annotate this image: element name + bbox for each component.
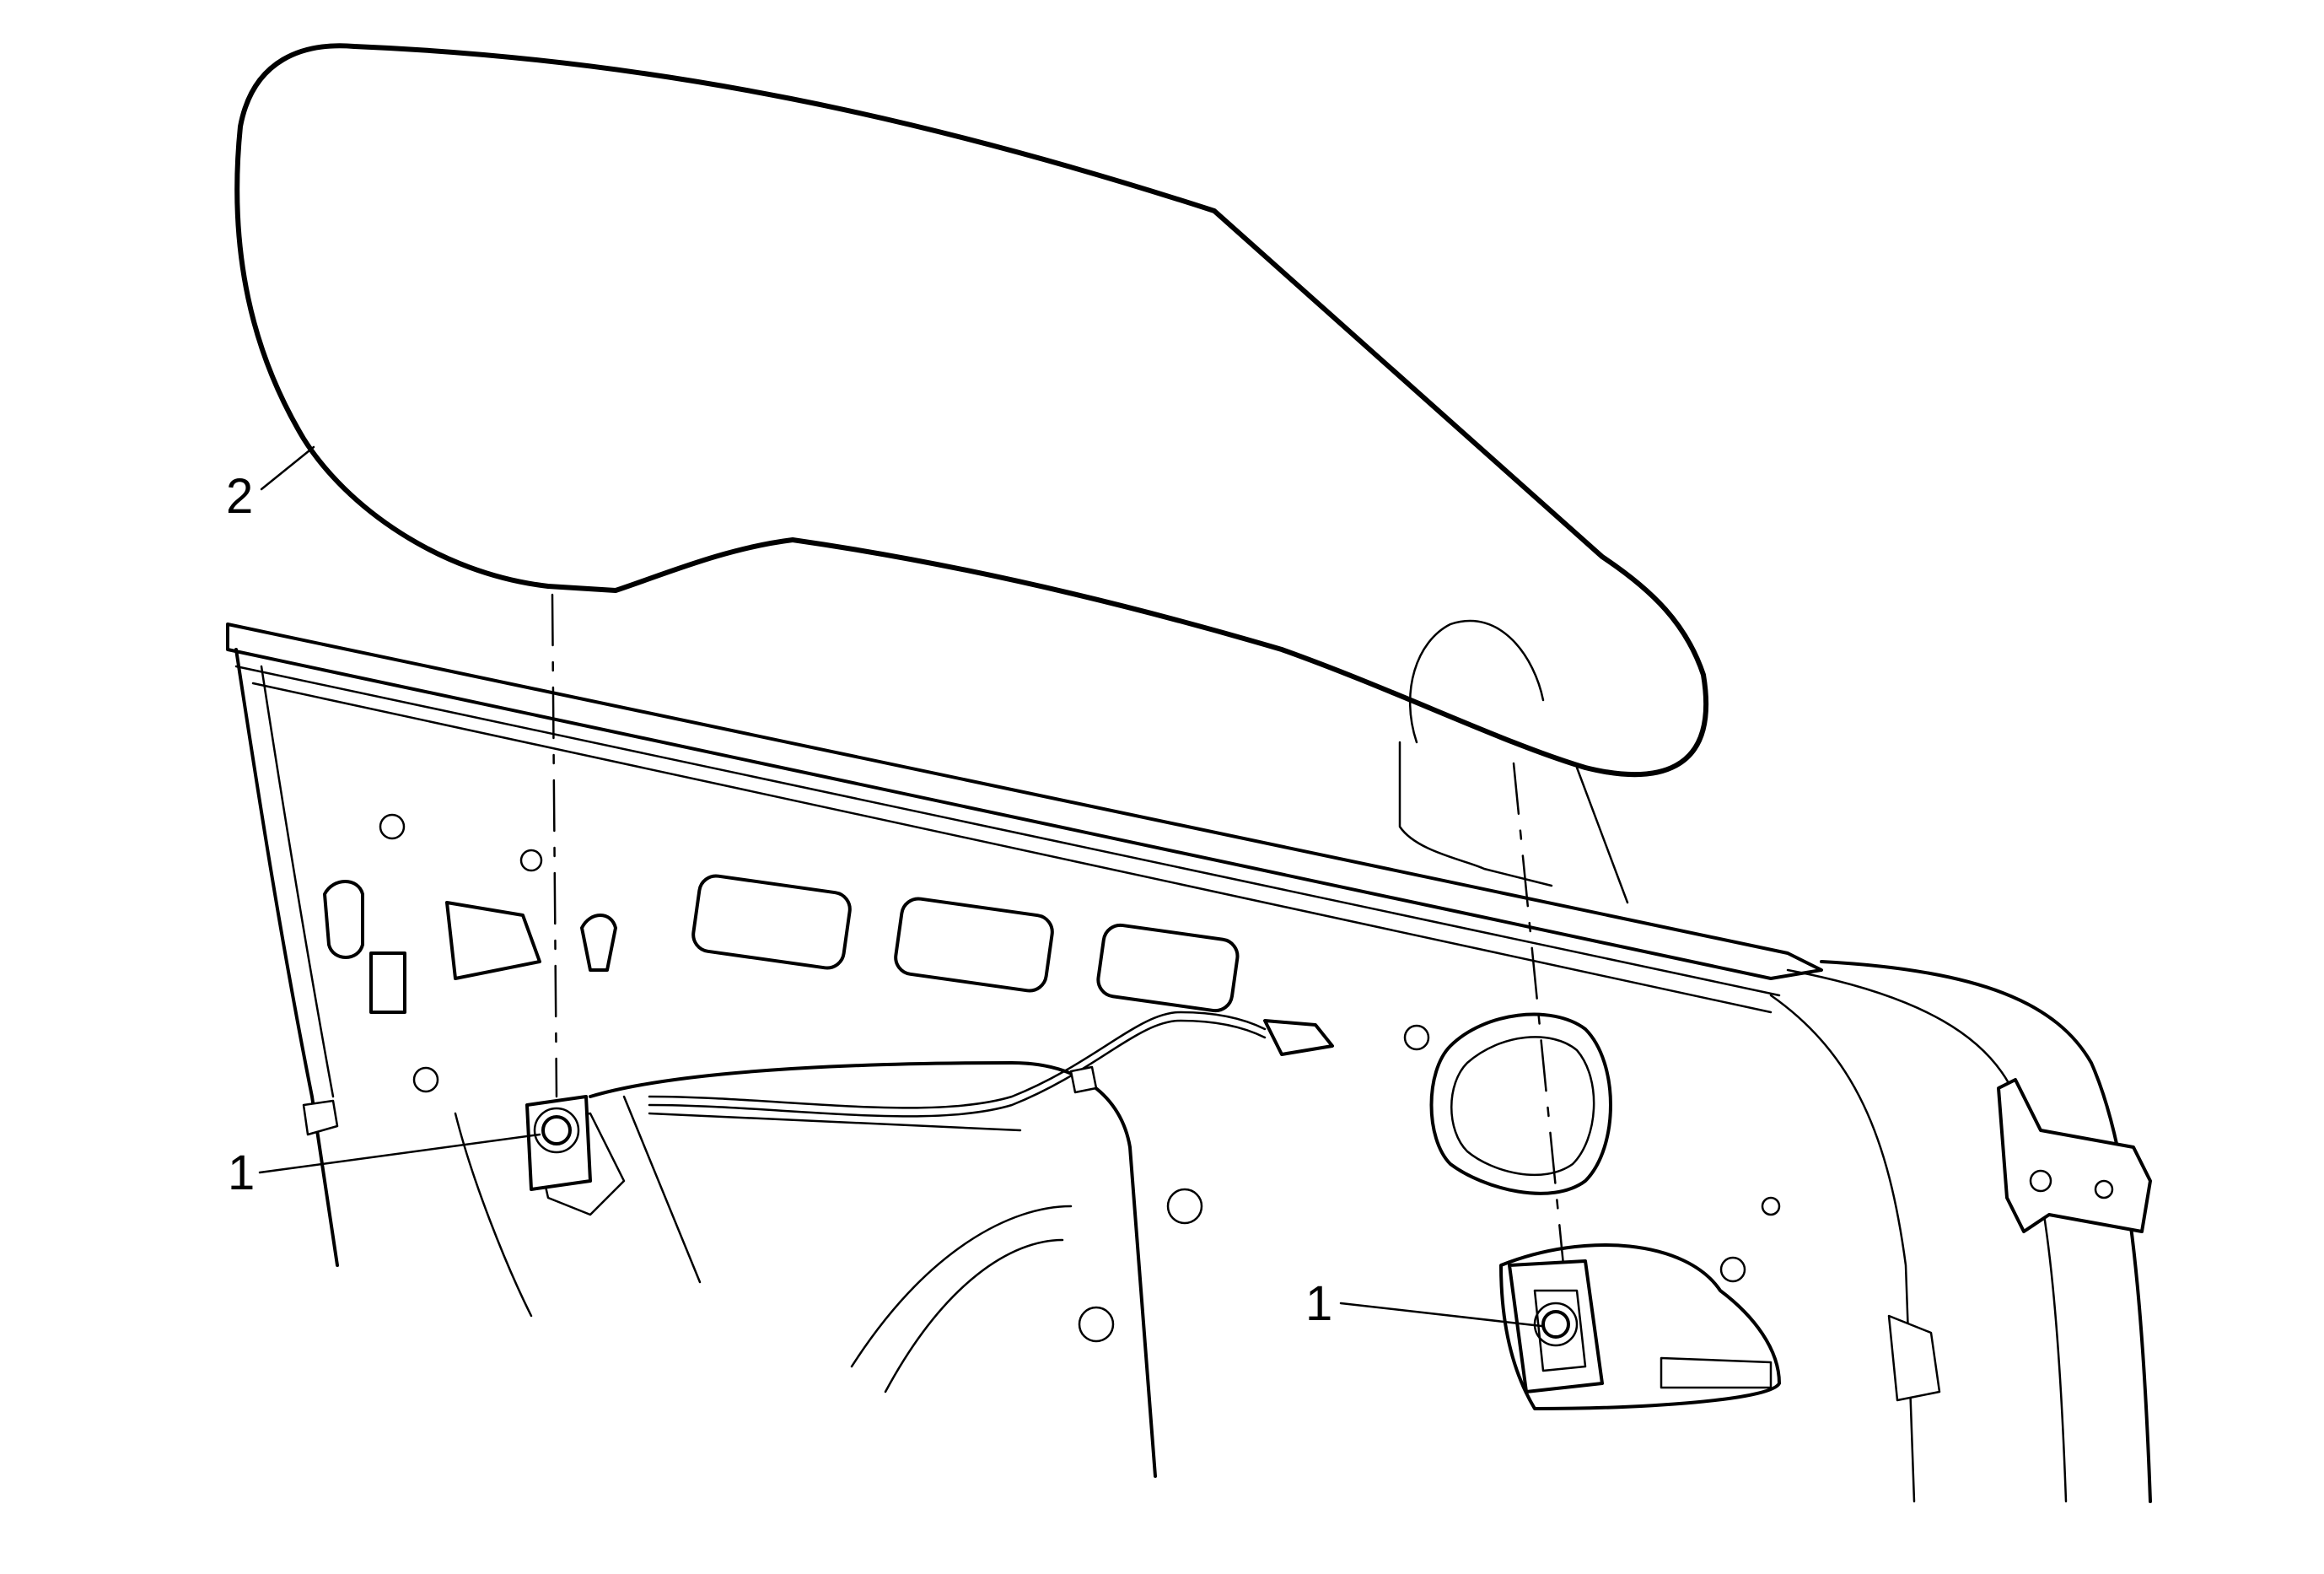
leader-line-1-left	[258, 1133, 541, 1174]
callout-label-glass: 2	[226, 469, 253, 524]
leader-line-1-right	[1339, 1302, 1543, 1328]
door-inner-panel	[226, 623, 2152, 1503]
leader-lines	[258, 445, 1543, 1328]
window-regulator-cable	[648, 1011, 1334, 1118]
window-guide-lines	[551, 593, 1570, 1318]
callout-label-nut-left: 1	[228, 1145, 255, 1200]
leader-line-2	[260, 445, 315, 491]
window-glass	[234, 43, 1709, 904]
glass-retaining-nut-right	[1508, 1259, 1604, 1393]
callout-label-nut-right: 1	[1305, 1276, 1332, 1331]
glass-retaining-nut-left	[525, 1095, 592, 1191]
